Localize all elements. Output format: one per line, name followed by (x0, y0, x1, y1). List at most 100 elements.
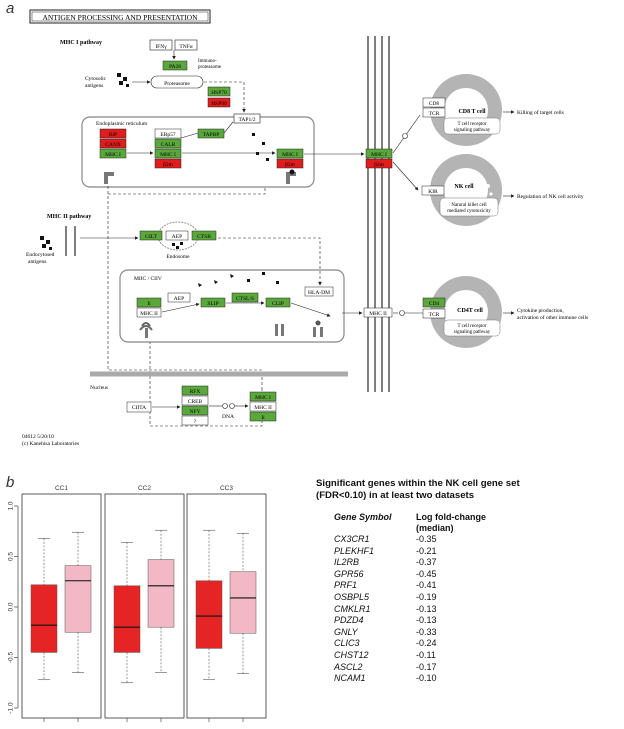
panel-frame (104, 493, 185, 719)
svg-text:CIITA: CIITA (132, 405, 146, 411)
nk-cell: NK cell Natural killer cell mediated cyt… (421, 154, 502, 226)
ii-nuclear-node (249, 411, 277, 422)
svg-text:KIR: KIR (428, 189, 438, 195)
title-box (29, 9, 211, 24)
unknown-node (181, 415, 209, 426)
nfy-node (181, 405, 209, 416)
svg-text:CANX: CANX (105, 142, 121, 148)
mhc2-a-node (136, 307, 162, 318)
svg-text:mediated cytotoxicity: mediated cytotoxicity (447, 209, 491, 214)
cytokine-label-2: activation of other immune cells (517, 314, 588, 321)
mhc1-surface-node (365, 148, 393, 159)
y-tick-label: 0.0 (8, 602, 15, 611)
cd4-t-cell: CD4T cell T cell receptor signaling path… (422, 276, 502, 348)
tcr2-node (422, 308, 446, 319)
gene-symbol: PRF1 (334, 580, 358, 591)
gene-row: CMKLR1 -0.13 (316, 604, 616, 616)
mhc2-glyphs (139, 320, 323, 338)
creb-node (181, 395, 209, 406)
cd4-node (422, 297, 446, 308)
gene-table: Significant genes within the NK cell gen… (316, 478, 616, 685)
panel-title: CC1 (55, 485, 68, 492)
ctsb-node (191, 230, 217, 241)
svg-text:T cell receptor: T cell receptor (457, 324, 486, 329)
gene-lfc-value: -0.13 (416, 603, 437, 614)
ciita-node (126, 401, 152, 413)
ifng-node (149, 39, 173, 51)
gene-lfc-value: -0.24 (416, 638, 437, 649)
gene-row: ASCL2-0.17 (316, 662, 616, 674)
mhc1-er-node (99, 148, 127, 159)
y-axis: -1.0 -0.5 0.0 0.5 1.0 (8, 501, 19, 714)
cd8-node (422, 97, 446, 108)
gene-lfc-value: -0.11 (416, 649, 436, 660)
ii-node (136, 297, 162, 308)
svg-text:CALR: CALR (161, 142, 176, 148)
er-label: Endoplasmic reticulum (96, 121, 148, 127)
svg-text:GILT: GILT (145, 234, 158, 240)
gene-symbol: PLEKHF1 (334, 545, 375, 556)
gene-lfc-value: -0.33 (416, 626, 437, 637)
mhc1-nuclear-node (249, 391, 277, 402)
gene-symbol: CLIC3 (334, 638, 360, 649)
gene-row: PLEKHF1 -0.21 (316, 546, 616, 558)
kir-node (421, 185, 445, 196)
gene-symbol: PDZD4 (334, 615, 364, 626)
gene-table-header: Gene Symbol Log fold-change (316, 512, 616, 523)
panel-title: CC2 (138, 485, 151, 492)
plasma-membrane (367, 36, 390, 392)
svg-text:signaling pathway: signaling pathway (454, 128, 491, 133)
box-iqr (229, 571, 257, 634)
y-tick-label: -1.0 (8, 702, 15, 714)
svg-text:CREB: CREB (188, 399, 203, 405)
gene-table-title-2: (FDR<0.10) in at least two datasets (316, 490, 475, 501)
killing-label: Killing of target cells (517, 109, 564, 116)
mhc2-pathway-label: MHC II pathway (47, 214, 91, 220)
svg-text:MHC I: MHC I (105, 152, 121, 158)
gene-symbol: ASCL2 (334, 661, 363, 672)
svg-text:MHC II: MHC II (140, 311, 158, 317)
mhc2-nuclear-node (249, 401, 277, 412)
cd8-t-cell: CD8 T cell T cell receptor signaling pat… (422, 74, 502, 146)
mhc2-surface-node (363, 307, 393, 318)
panel-frame (21, 493, 102, 719)
peptide-fragments (198, 272, 279, 287)
gene-row: GNLY-0.33 (316, 627, 616, 639)
gene-row: PDZD4-0.13 (316, 615, 616, 627)
nk-regulation-label: Regulation of NK cell activity (517, 193, 584, 200)
y-tick-label: -0.5 (8, 652, 15, 664)
svg-text:MHC I: MHC I (255, 395, 271, 401)
svg-text:CD4T cell: CD4T cell (457, 308, 483, 314)
bip-node (99, 128, 127, 139)
gene-row: OSBPL5-0.19 (316, 592, 616, 604)
box-cc2-pink (147, 529, 175, 673)
box-cc1-red (30, 538, 58, 681)
svg-text:MHC II: MHC II (369, 311, 387, 317)
hsp90-node (207, 97, 231, 108)
gene-symbol: IL2RB (334, 557, 360, 568)
gene-symbol: GPR56 (334, 568, 364, 579)
cytosolic-label-1: Cytosolic (85, 76, 107, 82)
gene-symbol-header: Gene Symbol (334, 512, 392, 522)
tcr1-node (422, 107, 446, 118)
canx-node (99, 138, 127, 149)
erp57-node (154, 128, 182, 139)
y-tick-label: 0.5 (8, 552, 15, 561)
b2m-mid-node (154, 158, 182, 169)
mhc-glyphs (104, 169, 296, 184)
gene-lfc-value: -0.21 (416, 545, 437, 556)
gene-symbol: CMKLR1 (334, 603, 371, 614)
box-cc1-pink (64, 531, 92, 673)
svg-text:HLA-DM: HLA-DM (308, 290, 330, 296)
gene-lfc-value: -0.41 (416, 580, 437, 591)
gene-row: CHST12-0.11 (316, 650, 616, 662)
box-iqr (147, 559, 175, 628)
miic-label: MIIC / CIIV (134, 276, 162, 282)
svg-text:Proteasome: Proteasome (164, 81, 190, 87)
y-tick-label: 1.0 (8, 501, 15, 510)
svg-text:TNFα: TNFα (179, 44, 192, 50)
svg-text:BiP: BiP (109, 132, 117, 138)
svg-text:proteasome: proteasome (198, 65, 222, 70)
